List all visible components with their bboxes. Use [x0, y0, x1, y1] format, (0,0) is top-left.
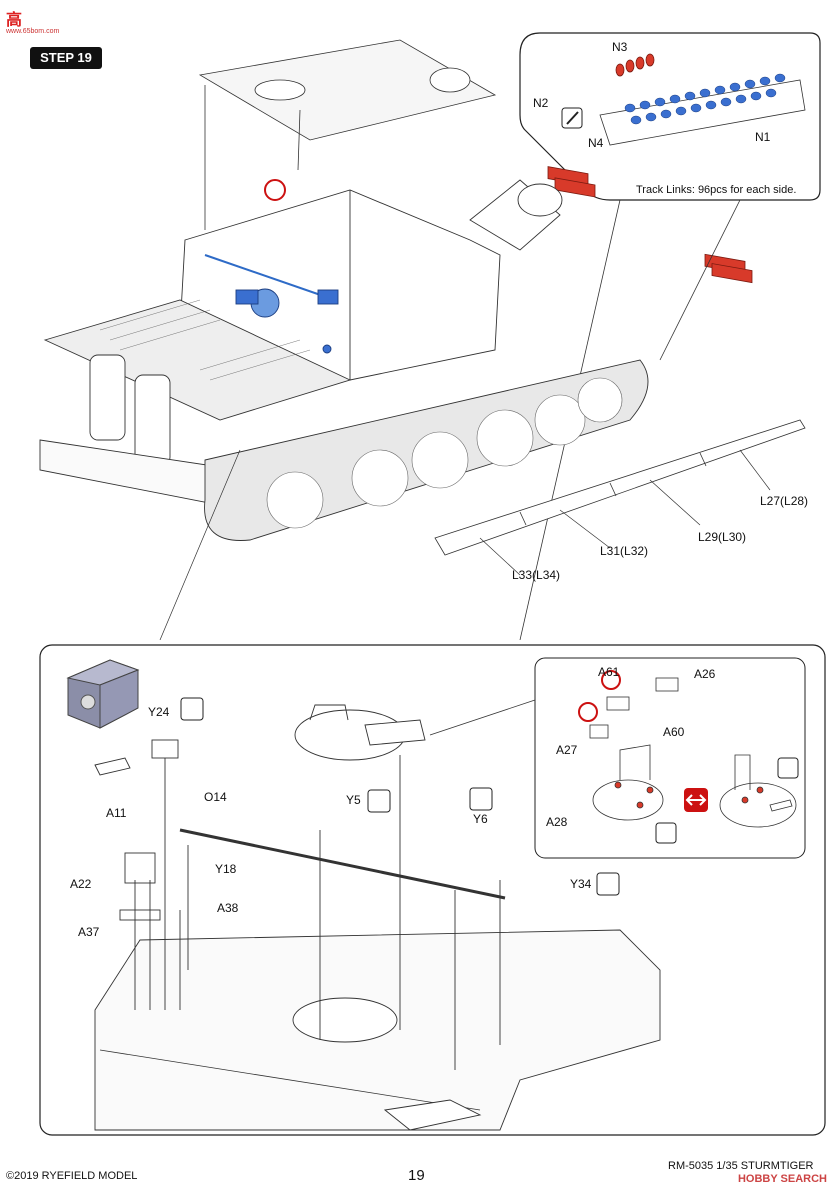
part-label-a11: A11 — [106, 806, 127, 820]
part-label-n2: N2 — [533, 96, 549, 110]
step-badge: STEP 19 — [30, 47, 102, 69]
skirt-label-l29: L29(L30) — [698, 530, 747, 544]
track-link-parts — [547, 53, 753, 284]
watermark: HOBBY SEARCH — [737, 1173, 827, 1185]
part-label-a27: A27 — [556, 743, 578, 757]
skirt-label-l27: L27(L28) — [760, 494, 809, 508]
tank-hull — [39, 179, 649, 541]
hatch-inset-parts — [589, 677, 797, 828]
lower-illustration — [39, 644, 826, 1136]
part-label-a22: A22 — [70, 877, 92, 891]
footer-product: RM-5035 1/35 STURMTIGER — [668, 1160, 814, 1172]
part-label-y6: Y6 — [473, 812, 488, 826]
footer-page-number: 19 — [408, 1167, 425, 1184]
part-label-o14: O14 — [204, 790, 227, 804]
part-label-a37: A37 — [78, 925, 100, 939]
part-label-a61: A61 — [598, 665, 620, 679]
part-label-a38: A38 — [217, 901, 239, 915]
part-label-y18: Y18 — [215, 862, 237, 876]
part-label-n1: N1 — [755, 130, 771, 144]
3d-part-cube — [66, 659, 140, 729]
part-label-a26: A26 — [694, 667, 716, 681]
side-skirts — [434, 419, 806, 556]
footer-copyright: ©2019 RYEFIELD MODEL — [6, 1170, 138, 1182]
part-label-a60: A60 — [663, 725, 685, 739]
upper-illustration — [39, 32, 821, 640]
hatch-panel — [198, 39, 497, 230]
track-links-caption: Track Links: 96pcs for each side. — [636, 184, 797, 196]
part-label-y5: Y5 — [346, 793, 361, 807]
skirt-label-l33: L33(L34) — [512, 568, 561, 582]
part-label-n3: N3 — [612, 40, 628, 54]
part-label-a28: A28 — [546, 815, 568, 829]
part-label-n4: N4 — [588, 136, 604, 150]
part-label-y34: Y34 — [570, 877, 592, 891]
skirt-label-l31: L31(L32) — [600, 544, 649, 558]
part-label-y24: Y24 — [148, 705, 170, 719]
